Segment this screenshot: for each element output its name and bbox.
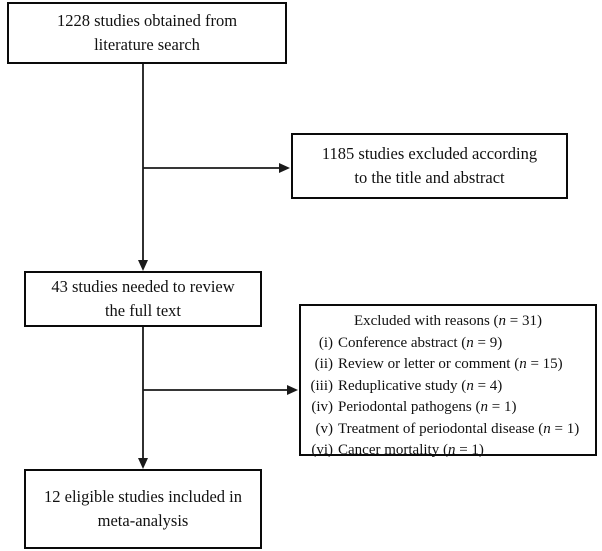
- arrow-fulltext-to-eligible: [138, 327, 148, 469]
- box-full-text-review: 43 studies needed to review the full tex…: [24, 271, 262, 327]
- arrow-to-reasons-excluded: [143, 385, 298, 395]
- box-meta-analysis-line1: 12 eligible studies included in: [44, 487, 242, 506]
- excluded-reason-item: (vi) Cancer mortality (n = 1): [303, 440, 593, 462]
- reason-text: Cancer mortality (n = 1): [338, 442, 484, 458]
- reason-text: Treatment of periodontal disease (n = 1): [338, 420, 580, 437]
- box-literature-search: 1228 studies obtained from literature se…: [7, 2, 287, 64]
- excluded-reason-item: (iv) Periodontal pathogens (n = 1): [303, 397, 593, 419]
- heading-text: Excluded with reasons (: [353, 313, 499, 329]
- excluded-reason-item: (ii) Review or letter or comment (n = 15…: [303, 354, 593, 376]
- box-excluded-reasons: Excluded with reasons (n = 31) (i) Confe…: [299, 304, 597, 458]
- box-title-abstract-excluded-line1: 1185 studies excluded according: [321, 144, 538, 163]
- reason-text: Reduplicative study (n = 4): [338, 377, 503, 394]
- reason-numeral: (i): [318, 334, 333, 351]
- reason-text: Periodontal pathogens (n = 1): [338, 399, 517, 415]
- box-literature-search-line2: literature search: [94, 35, 200, 54]
- arrow-to-titleabs-excluded: [143, 163, 290, 173]
- reason-text: Review or letter or comment (n = 15): [338, 356, 563, 372]
- box-meta-analysis-line2: meta-analysis: [97, 511, 189, 530]
- heading-count: = 31): [506, 313, 542, 329]
- reason-numeral: (v): [315, 420, 334, 437]
- reason-numeral: (ii): [314, 356, 333, 372]
- box-literature-search-line1: 1228 studies obtained from: [56, 11, 238, 30]
- heading-n-symbol: n: [498, 313, 507, 329]
- box-title-abstract-excluded: 1185 studies excluded according to the t…: [291, 133, 568, 199]
- arrow-obtained-to-fulltext: [138, 64, 148, 271]
- box-title-abstract-excluded-line2: to the title and abstract: [354, 168, 505, 187]
- reason-numeral: (iii): [310, 377, 334, 394]
- box-full-text-review-line1: 43 studies needed to review: [51, 277, 235, 296]
- excluded-reason-item: (v) Treatment of periodontal disease (n …: [303, 419, 593, 441]
- excluded-reason-item: (i) Conference abstract (n = 9): [303, 333, 593, 355]
- reason-text: Conference abstract (n = 9): [338, 334, 503, 351]
- reason-numeral: (iv): [311, 399, 333, 415]
- box-meta-analysis: 12 eligible studies included in meta-ana…: [24, 469, 262, 549]
- excluded-reason-item: (iii) Reduplicative study (n = 4): [303, 376, 593, 398]
- reason-numeral: (vi): [311, 442, 333, 458]
- box-full-text-review-line2: the full text: [104, 301, 182, 320]
- excluded-reasons-heading: Excluded with reasons (n = 31): [303, 311, 593, 333]
